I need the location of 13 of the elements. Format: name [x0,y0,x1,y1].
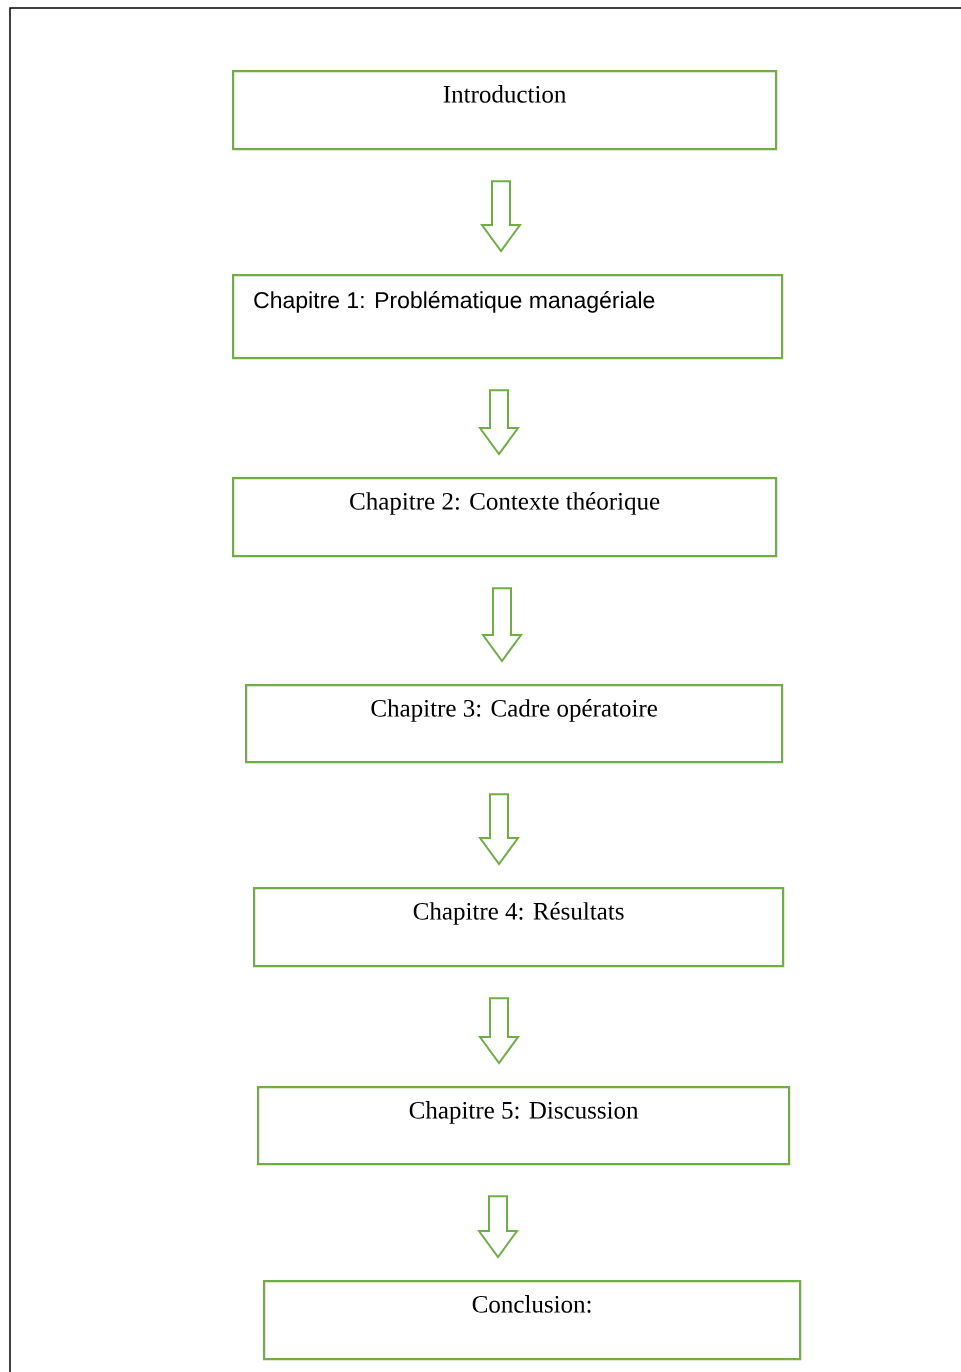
block-arrow [478,389,520,456]
chapter-box: Chapitre 2: Contexte théorique [232,477,778,558]
chapter-box: Conclusion: [263,1280,802,1361]
block-arrow [480,180,522,253]
chapter-box: Chapitre 1: Problématique managériale [232,274,784,360]
block-arrow [478,793,520,866]
chapter-box: Chapitre 5: Discussion [257,1086,791,1166]
block-arrow [478,997,520,1065]
chapter-box: Chapitre 4: Résultats [253,887,785,968]
block-arrow [477,1195,519,1259]
chapter-box: Chapitre 3: Cadre opératoire [245,684,784,764]
chapter-box: Introduction [232,70,778,151]
block-arrow [481,587,523,663]
